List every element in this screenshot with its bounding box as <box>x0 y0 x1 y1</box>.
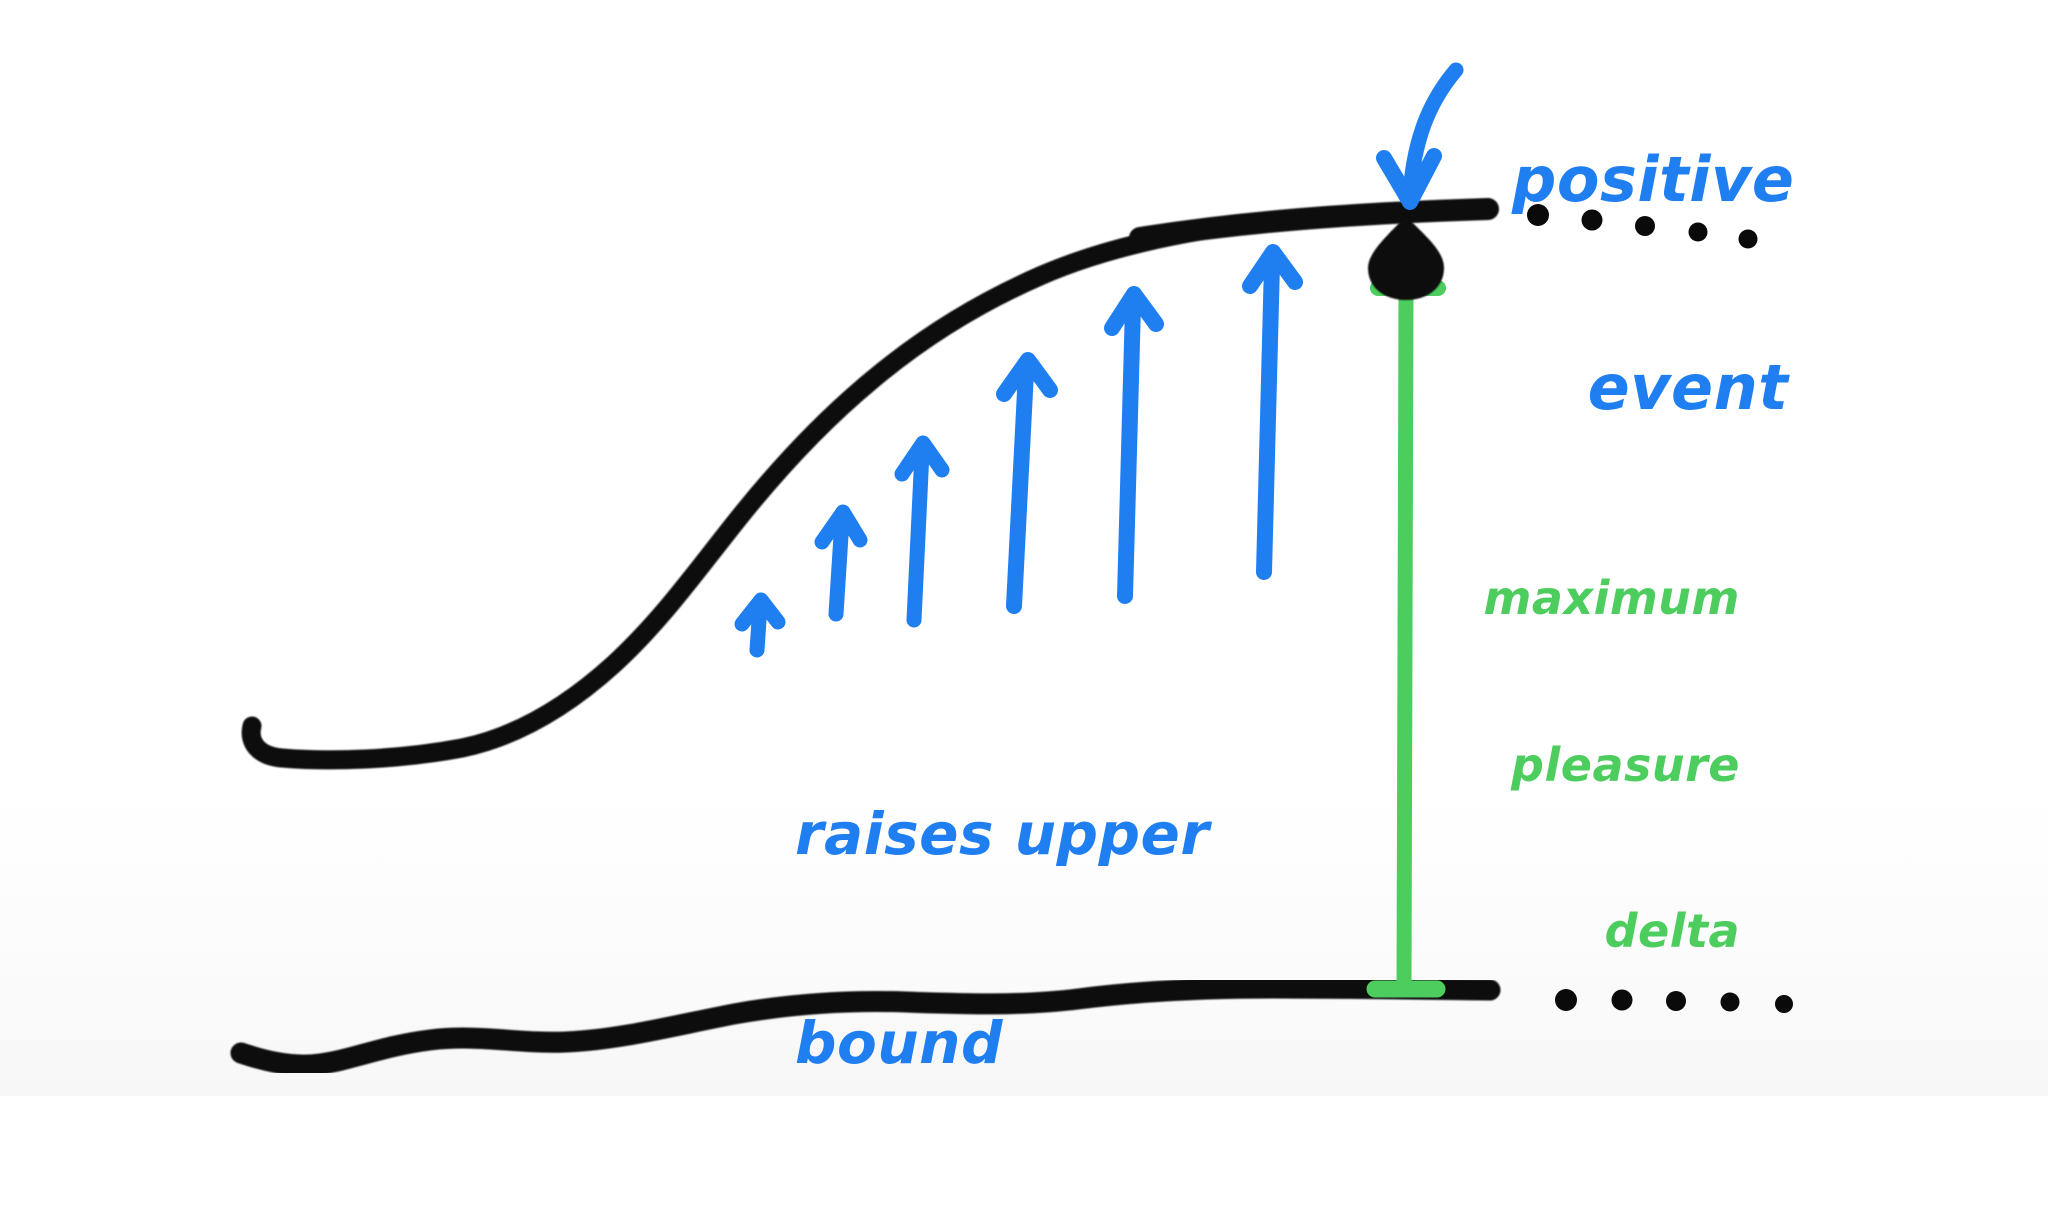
raises-upper-bound-arrows <box>734 244 1303 658</box>
raise-arrow-4 <box>996 352 1058 614</box>
upper-bound-curve <box>241 198 1499 770</box>
maximum-pleasure-delta-label: maximum pleasure delta <box>1470 470 1740 1061</box>
maximum-pleasure-delta-measure <box>1366 280 1446 998</box>
positive-event-point-marker <box>1368 216 1444 300</box>
raise-arrow-5 <box>1104 286 1164 604</box>
raises-upper-bound-label-line2: bound <box>795 1008 1003 1077</box>
positive-event-label: positive event <box>1508 6 1838 562</box>
raises-upper-bound-label: raises upper bound <box>795 672 1225 1206</box>
upper-bound-trailing-dots <box>1527 204 1758 249</box>
maximum-pleasure-delta-label-line3: delta <box>1604 904 1740 959</box>
maximum-pleasure-delta-label-line2: pleasure <box>1511 737 1740 792</box>
lower-bound-line <box>230 977 1501 1076</box>
raise-arrow-2 <box>814 504 868 622</box>
maximum-pleasure-delta-label-line1: maximum <box>1483 571 1740 626</box>
raise-arrow-6 <box>1242 244 1303 580</box>
positive-event-callout-arrow <box>1376 62 1464 210</box>
raise-arrow-3 <box>894 435 950 628</box>
raises-upper-bound-label-line1: raises upper <box>795 799 1210 868</box>
positive-event-label-line1: positive <box>1512 142 1795 216</box>
positive-event-label-line2: event <box>1587 351 1789 425</box>
sketch-layer <box>230 62 1793 1076</box>
raise-arrow-1 <box>734 592 786 658</box>
diagram-canvas: positive event raises upper bound maximu… <box>0 0 2048 1096</box>
lower-bound-trailing-dots <box>1555 989 1793 1013</box>
